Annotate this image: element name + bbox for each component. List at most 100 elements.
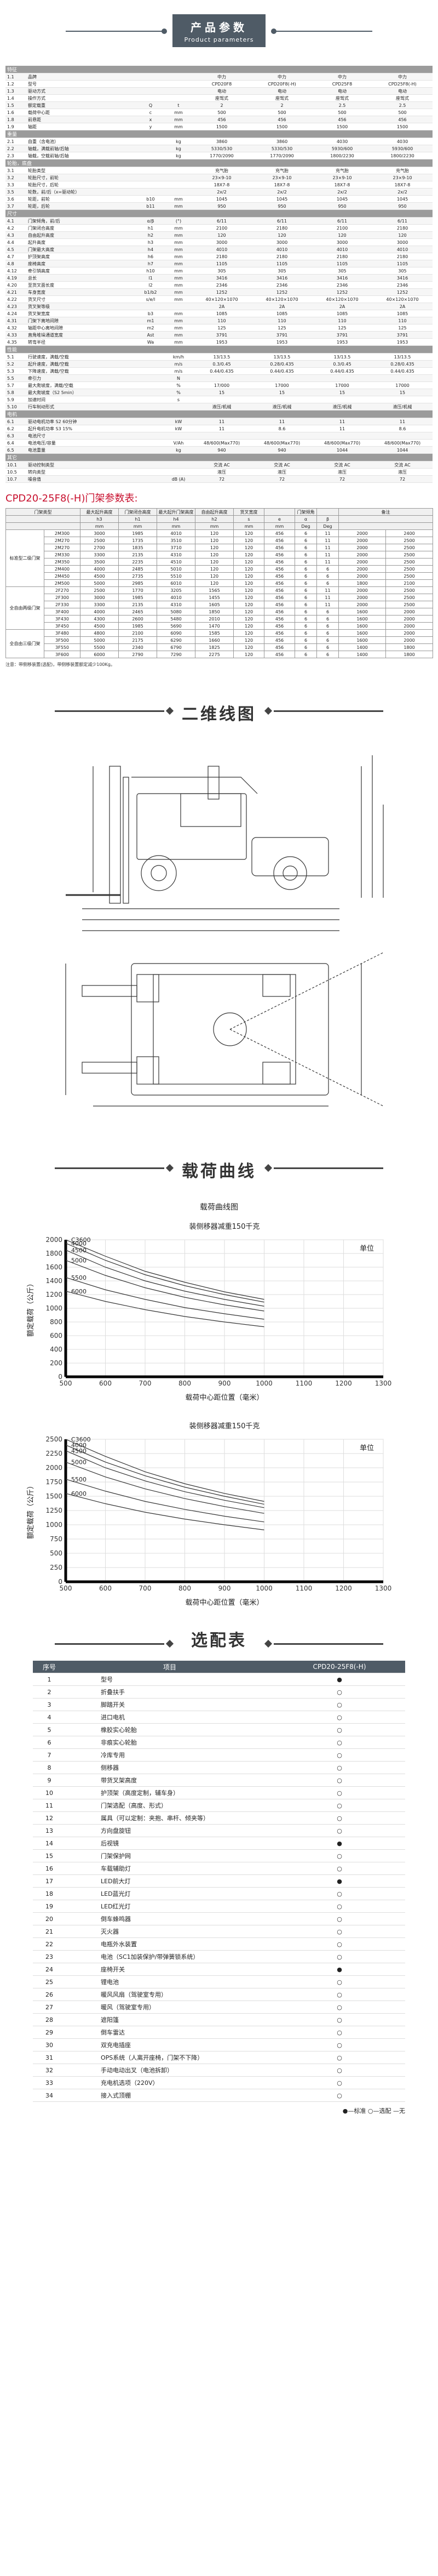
spec-section-title: 轮胎，底盘 <box>5 159 433 167</box>
spec-cell: m1 <box>136 317 165 324</box>
mast-cell: 6 <box>295 622 317 630</box>
mast-note: 注意：带侧移装置(选配)，带侧移装置额定减少100Kg。 <box>5 662 115 667</box>
options-no: 29 <box>33 2026 66 2039</box>
mast-cell: 6 <box>295 537 317 544</box>
mast-cell: 1585 <box>195 629 234 637</box>
options-head-model: CPD20-25F8(-H) <box>274 1661 406 1673</box>
mast-cell: 2500 <box>385 572 433 580</box>
band-line-right <box>274 710 383 712</box>
spec-cell: mm <box>165 281 192 289</box>
options-item: 冷库专用 <box>99 1748 274 1762</box>
spec-cell <box>136 188 165 196</box>
spec-cell: 110 <box>372 317 433 324</box>
mast-cell: 2F330 <box>44 601 80 608</box>
spec-cell: 载荷中心距 <box>26 109 136 116</box>
chart-series-label: C3600 <box>71 1236 91 1244</box>
mast-cell: 11 <box>316 594 339 601</box>
spec-cell: 6.5 <box>5 446 26 454</box>
spec-cell: 4.8 <box>5 260 26 267</box>
spec-cell: 4.23 <box>5 303 26 310</box>
mast-cell: 2235 <box>118 558 157 566</box>
spec-cell: 11 <box>192 425 252 432</box>
options-mark: ○ <box>274 2038 406 2051</box>
mast-head-cell: 最大起升门架高度 <box>157 508 195 516</box>
spec-cell: α/β <box>136 217 165 225</box>
options-category <box>66 2051 99 2064</box>
chart-series-label: 5000 <box>71 1257 87 1264</box>
spec-cell: 305 <box>372 267 433 275</box>
header-dot-left <box>162 29 167 34</box>
spec-cell: 4010 <box>312 246 372 253</box>
spec-cell: 4.32 <box>5 324 26 332</box>
options-mark: ○ <box>274 1711 406 1724</box>
spec-cell: 11 <box>372 418 433 425</box>
mast-cell: 456 <box>264 636 295 644</box>
spec-cell: 转弯半径 <box>26 338 136 346</box>
spec-cell <box>136 303 165 310</box>
options-mark: ○ <box>274 2013 406 2026</box>
spec-cell <box>165 461 192 469</box>
mast-cell: 2400 <box>385 529 433 537</box>
options-mark: ○ <box>274 2026 406 2039</box>
spec-cell: 18X7-8 <box>372 181 433 189</box>
spec-cell: 2A <box>192 303 252 310</box>
spec-cell: 2100 <box>192 224 252 232</box>
spec-cell: 6/11 <box>192 217 252 225</box>
spec-cell: 2.3 <box>5 152 26 159</box>
options-category <box>66 1711 99 1724</box>
spec-cell: 总长 <box>26 274 136 282</box>
spec-cell: 电动 <box>192 87 252 95</box>
mast-cell: 4310 <box>157 601 195 608</box>
options-band: 选配表 <box>0 1617 438 1661</box>
spec-section-title: 其它 <box>5 453 433 461</box>
spec-cell: 950 <box>372 202 433 210</box>
mast-head-cell: α <box>295 515 317 523</box>
spec-cell: 座驾式 <box>192 94 252 102</box>
spec-cell: 1.1 <box>5 73 26 81</box>
mast-cell: 2000 <box>385 615 433 623</box>
spec-cell: kg <box>165 446 192 454</box>
options-item: 侧移器 <box>99 1761 274 1774</box>
chart-series-line <box>65 1479 264 1523</box>
spec-section-row: 特征 <box>5 66 433 73</box>
mast-cell: 6010 <box>157 579 195 587</box>
spec-cell: 1252 <box>372 288 433 296</box>
spec-cell: 2.5 <box>312 101 372 109</box>
spec-cell: 456 <box>372 116 433 123</box>
spec-cell: 13/13.5 <box>252 353 312 361</box>
options-no: 32 <box>33 2064 66 2077</box>
options-category <box>66 1887 99 1900</box>
spec-cell: t <box>165 101 192 109</box>
chart-unit-label: 单位 <box>360 1245 374 1253</box>
spec-cell: 1252 <box>312 288 372 296</box>
options-no: 19 <box>33 1900 66 1913</box>
spec-cell: mm <box>165 231 192 239</box>
spec-cell: 4.33 <box>5 331 26 339</box>
spec-cell: 5930/600 <box>372 145 433 152</box>
spec-cell: h1 <box>136 224 165 232</box>
mast-cell: 11 <box>316 551 339 558</box>
chart-series-label: 4000 <box>71 1240 87 1247</box>
options-no: 18 <box>33 1887 66 1900</box>
spec-cell: 起升电机功率 S3 15% <box>26 425 136 432</box>
spec-cell <box>165 94 192 102</box>
spec-cell: 2.5 <box>372 101 433 109</box>
chart-ytick-label: 1500 <box>45 1492 62 1500</box>
spec-cell: 2x/2 <box>312 188 372 196</box>
spec-cell: 1252 <box>252 288 312 296</box>
spec-cell: 直角堆垛通道宽度 <box>26 331 136 339</box>
spec-cell: 门架最大高度 <box>26 246 136 253</box>
mast-cell: 4010 <box>157 529 195 537</box>
mast-cell: 11 <box>316 544 339 551</box>
mast-head-cell: h2 <box>195 515 234 523</box>
